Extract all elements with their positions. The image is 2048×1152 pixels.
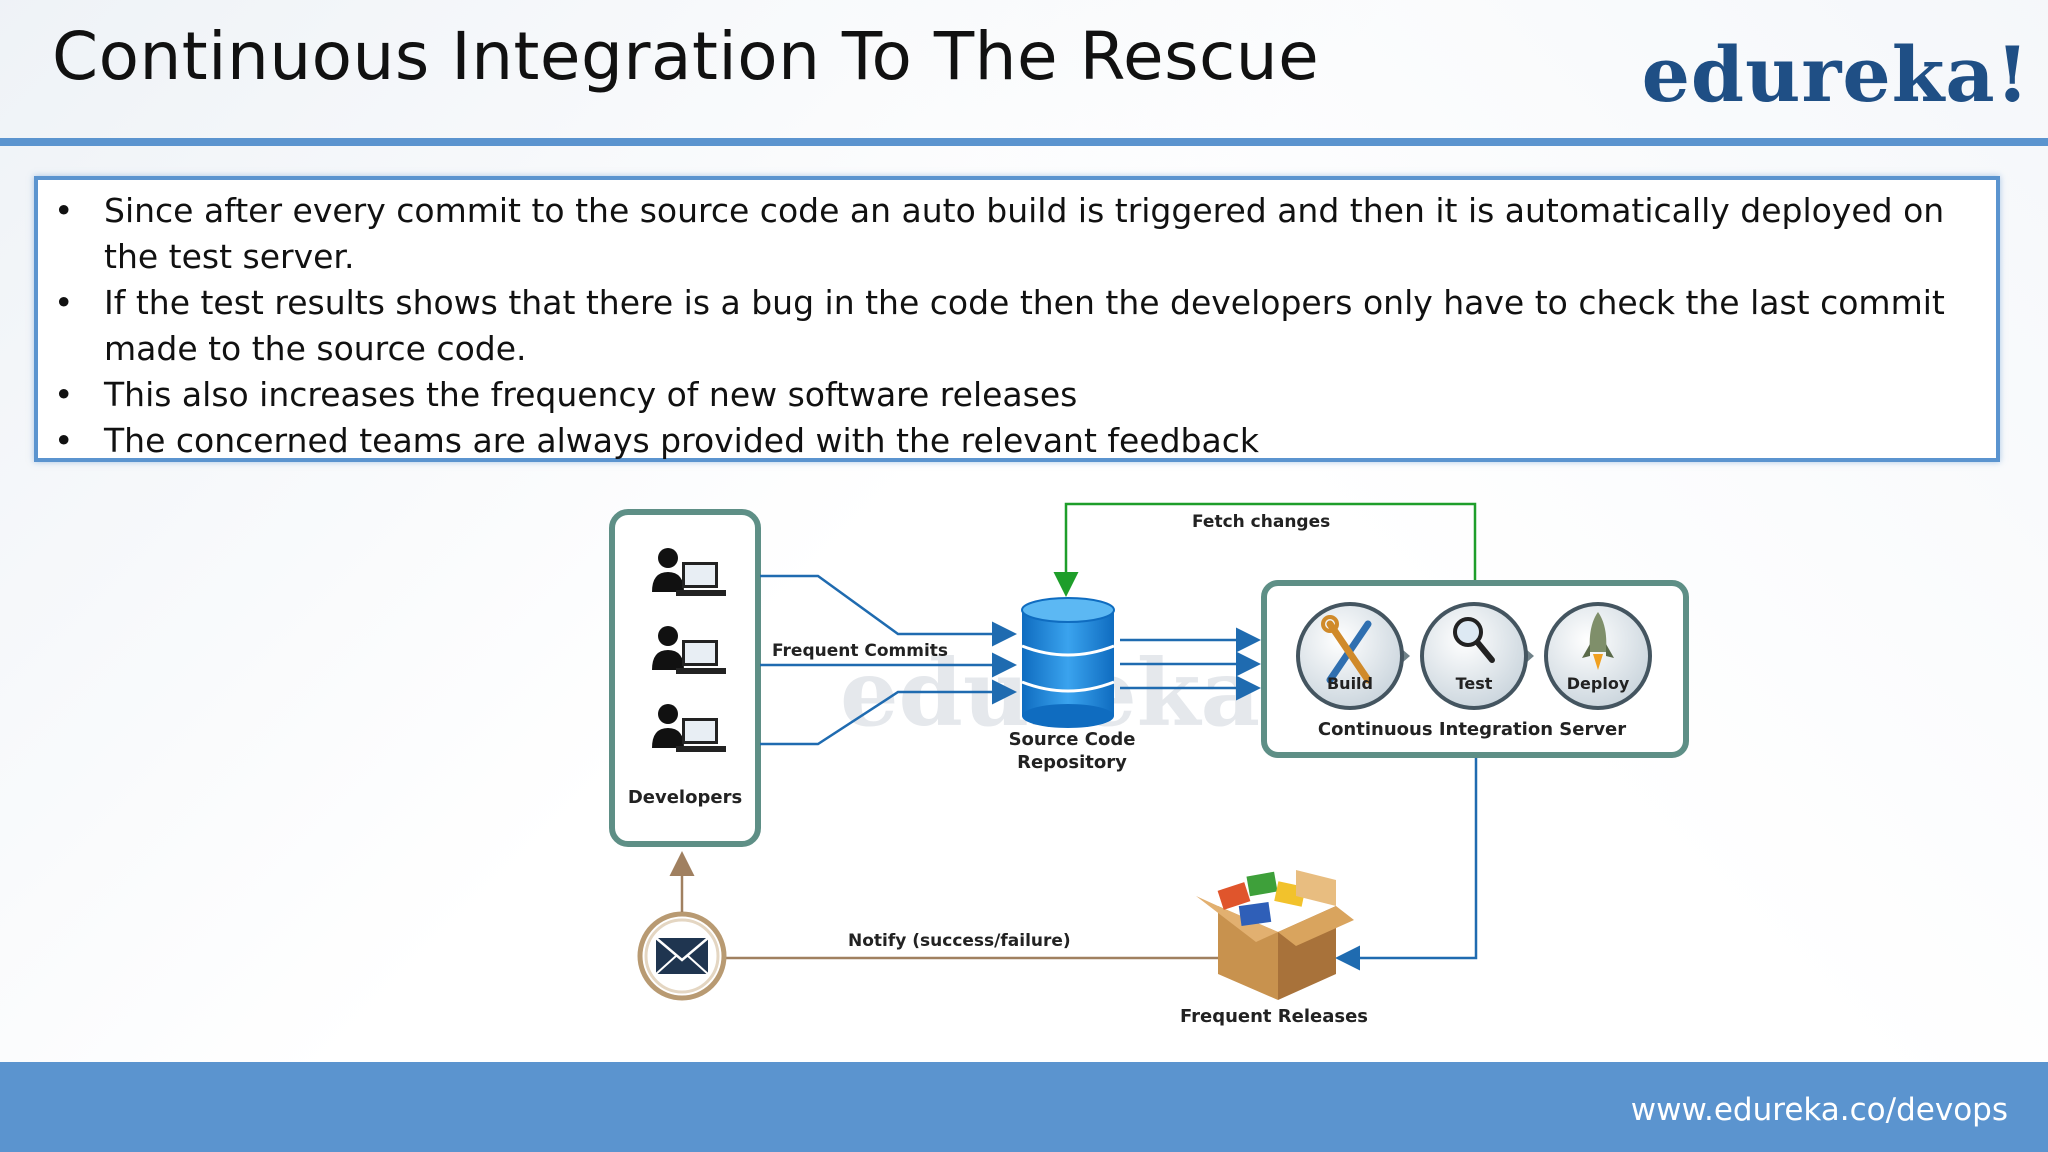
database-icon <box>1021 597 1115 728</box>
footer-url: www.edureka.co/devops <box>1630 1092 2008 1128</box>
bullet-list: Since after every commit to the source c… <box>38 180 1996 464</box>
bullet-item: The concerned teams are always provided … <box>54 418 1956 464</box>
fetch-changes-label: Fetch changes <box>1192 512 1330 532</box>
developers-label: Developers <box>628 787 742 808</box>
repo-to-ci-arrows <box>1120 627 1261 701</box>
magnifier-icon <box>1453 617 1495 663</box>
bullet-item: Since after every commit to the source c… <box>54 188 1956 280</box>
wrench-screwdriver-icon <box>1321 615 1372 684</box>
fetch-changes-arrow <box>1053 502 1477 597</box>
package-box-icon <box>1196 870 1354 1000</box>
developer-computer-icon <box>652 548 726 596</box>
rocket-icon <box>1582 612 1614 670</box>
developer-computer-icon <box>652 704 726 752</box>
page-title: Continuous Integration To The Rescue <box>52 18 1320 95</box>
bullet-item: This also increases the frequency of new… <box>54 372 1956 418</box>
build-label: Build <box>1327 674 1373 693</box>
ci-server-panel: Build Test Deploy Continuous Integration… <box>1261 580 1689 758</box>
developer-computer-icon <box>652 626 726 674</box>
bullet-item: If the test results shows that there is … <box>54 280 1956 372</box>
deploy-label: Deploy <box>1567 674 1630 693</box>
developers-panel: Developers <box>609 509 761 847</box>
commit-arrows <box>760 574 1017 746</box>
releases-label: Frequent Releases <box>1180 1006 1368 1027</box>
deploy-stage: Deploy <box>1544 602 1652 710</box>
build-stage: Build <box>1296 602 1410 710</box>
test-label: Test <box>1456 674 1493 693</box>
notify-label: Notify (success/failure) <box>848 931 1071 951</box>
ci-server-label: Continuous Integration Server <box>1318 719 1626 740</box>
repository-label: Repository <box>1017 752 1127 773</box>
footer-bar: www.edureka.co/devops <box>0 1062 2048 1152</box>
ci-to-releases-arrow <box>1335 758 1478 971</box>
repository-label: Source Code <box>1009 729 1136 750</box>
envelope-icon <box>637 911 727 1001</box>
ci-diagram: edureka! Developers <box>609 502 1689 1027</box>
edureka-logo: edureka! <box>1641 30 2030 119</box>
frequent-commits-label: Frequent Commits <box>772 641 948 661</box>
bullet-box: Since after every commit to the source c… <box>34 176 2000 464</box>
test-stage: Test <box>1420 602 1534 710</box>
header-divider <box>0 138 2048 146</box>
